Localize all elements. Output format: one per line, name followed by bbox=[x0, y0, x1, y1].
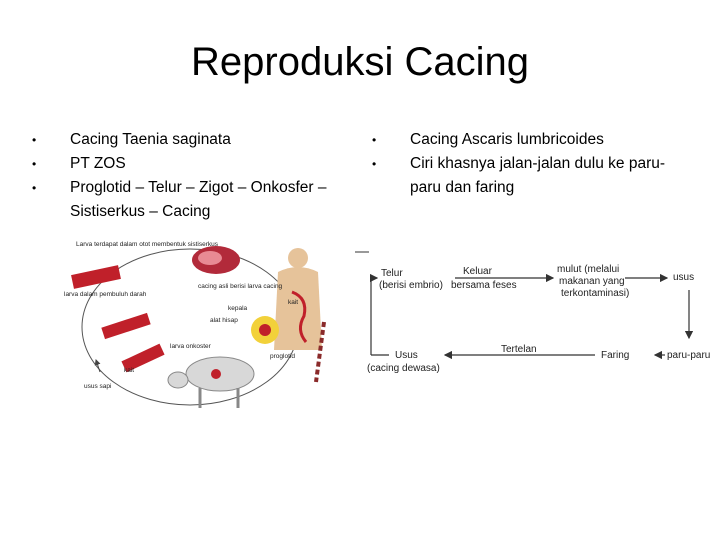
svg-text:proglotid: proglotid bbox=[270, 353, 295, 360]
label-mulut: mulut (melalui bbox=[557, 264, 619, 275]
right-bullet-list: •Cacing Ascaris lumbricoides •Ciri khasn… bbox=[372, 128, 692, 200]
label-bersama-feses: bersama feses bbox=[451, 280, 517, 291]
svg-text:larva dalam pembuluh darah: larva dalam pembuluh darah bbox=[64, 291, 147, 298]
svg-text:kepala: kepala bbox=[228, 305, 248, 312]
svg-text:makanan yang: makanan yang bbox=[559, 276, 625, 287]
scolex-illustration bbox=[251, 316, 279, 344]
svg-text:cacing asli berisi larva cacin: cacing asli berisi larva cacing bbox=[198, 283, 283, 290]
list-item: •PT ZOS bbox=[32, 155, 126, 172]
list-item: •Cacing Ascaris lumbricoides bbox=[372, 131, 604, 148]
svg-text:larva onkoster: larva onkoster bbox=[170, 343, 212, 350]
label-tertelan: Tertelan bbox=[501, 344, 537, 355]
label-keluar: Keluar bbox=[463, 266, 493, 277]
list-item: •Cacing Taenia saginata bbox=[32, 131, 231, 148]
label-telur-sub: (berisi embrio) bbox=[379, 280, 443, 291]
svg-text:terkontaminasi): terkontaminasi) bbox=[561, 288, 629, 299]
svg-text:kait: kait bbox=[124, 367, 134, 374]
muscle-strip-icon bbox=[121, 343, 165, 373]
label-faring: Faring bbox=[601, 350, 629, 361]
svg-text:alat hisap: alat hisap bbox=[210, 317, 238, 324]
svg-text:usus sapi: usus sapi bbox=[84, 383, 111, 390]
muscle-strip-icon bbox=[101, 312, 151, 340]
human-silhouette bbox=[274, 248, 322, 350]
label-usus-top: usus bbox=[673, 272, 694, 283]
slide-title: Reproduksi Cacing bbox=[191, 40, 529, 84]
label-usus-sub: (cacing dewasa) bbox=[367, 363, 440, 374]
label-paru: paru-paru bbox=[667, 350, 710, 361]
label-telur: Telur bbox=[381, 268, 403, 279]
ascaris-life-cycle-diagram: Telur (berisi embrio) Keluar bersama fes… bbox=[355, 251, 710, 374]
tapeworm-segments bbox=[314, 321, 326, 383]
svg-text:Larva terdapat dalam otot memb: Larva terdapat dalam otot membentuk sist… bbox=[76, 241, 219, 248]
list-item: •Proglotid – Telur – Zigot – Onkosfer – … bbox=[32, 179, 327, 220]
taenia-life-cycle-diagram: Larva terdapat dalam otot membentuk sist… bbox=[64, 241, 326, 408]
cow-illustration bbox=[167, 356, 255, 408]
meat-illustration bbox=[192, 246, 240, 274]
muscle-strip-icon bbox=[71, 265, 121, 289]
label-usus-bottom: Usus bbox=[395, 350, 418, 361]
list-item: •Ciri khasnya jalan-jalan dulu ke paru-p… bbox=[372, 155, 666, 196]
left-bullet-list: •Cacing Taenia saginata •PT ZOS •Proglot… bbox=[32, 128, 352, 224]
svg-text:kait: kait bbox=[288, 299, 298, 306]
